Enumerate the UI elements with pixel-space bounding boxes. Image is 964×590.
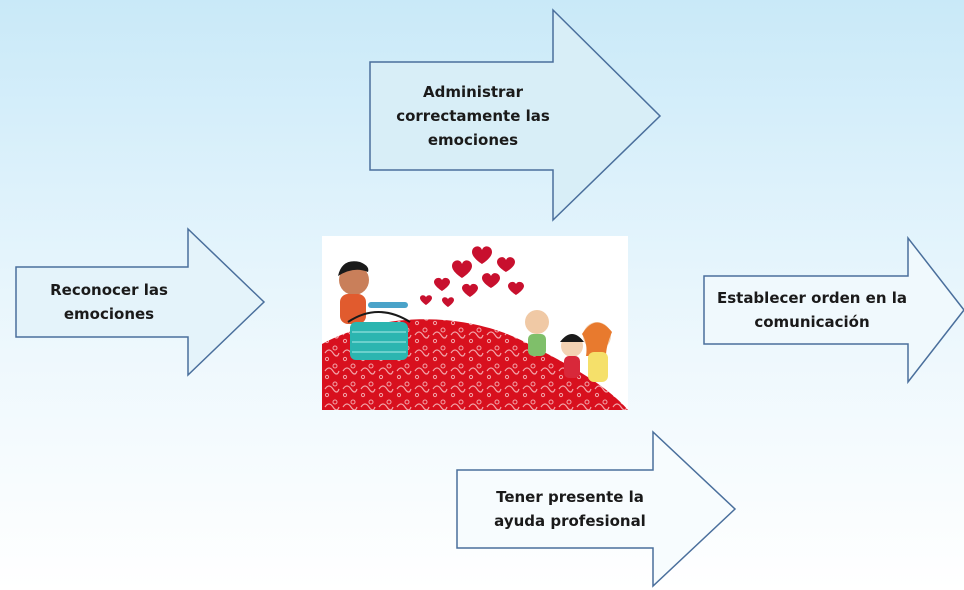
- center-illustration: [322, 236, 628, 410]
- arrow-label-administrar: Administrar correctamente las emociones: [378, 66, 568, 166]
- arrow-establecer: Establecer orden en la comunicación: [702, 235, 964, 385]
- hearts-group: [420, 246, 524, 307]
- arrow-shape: [15, 227, 266, 377]
- arrow-text: Establecer orden en la comunicación: [716, 289, 908, 331]
- arrow-administrar: Administrar correctamente las emociones: [368, 8, 662, 222]
- children-right: [525, 310, 612, 382]
- arrow-label-reconocer: Reconocer las emociones: [34, 269, 184, 335]
- child-left: [338, 261, 408, 324]
- arrow-text: Reconocer las emociones: [50, 281, 168, 323]
- arrow-text: Administrar correctamente las emociones: [396, 83, 550, 149]
- arrow-shape: [456, 430, 737, 588]
- arrow-text: Tener presente la ayuda profesional: [494, 488, 646, 530]
- children-hearts-illustration: [322, 246, 628, 410]
- arrow-shape: [703, 235, 964, 385]
- arrow-shape: [369, 8, 662, 222]
- arrow-tener: Tener presente la ayuda profesional: [455, 430, 737, 588]
- basket: [347, 311, 411, 360]
- arrow-label-tener: Tener presente la ayuda profesional: [475, 474, 665, 544]
- arrow-reconocer: Reconocer las emociones: [14, 227, 266, 377]
- arrow-label-establecer: Establecer orden en la comunicación: [712, 278, 912, 342]
